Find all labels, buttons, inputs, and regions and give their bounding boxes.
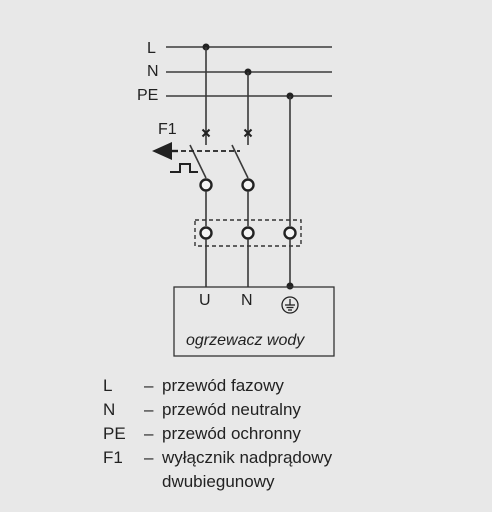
water-heater-box xyxy=(173,286,335,357)
legend-key xyxy=(103,470,144,494)
legend-key: F1 xyxy=(103,448,123,467)
legend-key: L xyxy=(103,376,113,395)
legend-text: wyłącznik nadprądowy xyxy=(162,448,333,467)
legend-text: przewód ochronny xyxy=(162,424,301,443)
water-heater-label: ogrzewacz wody xyxy=(186,332,305,349)
breaker-contact-mark-n xyxy=(243,128,253,138)
legend-row-pe: PE – przewód ochronny xyxy=(103,422,332,446)
legend-row-f1-continued: dwubiegunowy xyxy=(103,470,332,494)
terminal-block-l xyxy=(199,226,213,240)
terminal-label-n: N xyxy=(241,292,253,309)
terminal-block-n xyxy=(241,226,255,240)
overcurrent-release-icon xyxy=(170,163,198,173)
legend-text: przewód neutralny xyxy=(162,400,301,419)
legend-key: N xyxy=(103,400,116,419)
legend-row-l: L – przewód fazowy xyxy=(103,374,332,398)
line-label-pe: PE xyxy=(137,87,158,104)
legend-dash: – xyxy=(144,376,154,395)
legend-dash: – xyxy=(144,424,154,443)
breaker-contact-mark-l xyxy=(201,128,211,138)
legend-dash: – xyxy=(144,448,154,467)
breaker-label: F1 xyxy=(158,121,177,138)
trip-arrow-icon xyxy=(152,142,178,160)
legend-row-n: N – przewód neutralny xyxy=(103,398,332,422)
terminal-label-u: U xyxy=(199,292,211,309)
legend-text: przewód fazowy xyxy=(162,376,284,395)
switch-blade-n xyxy=(231,144,249,179)
legend-row-f1: F1 – wyłącznik nadprądowy xyxy=(103,446,332,470)
legend: L – przewód fazowy N – przewód neutralny… xyxy=(103,374,332,494)
breaker-terminal-n xyxy=(241,178,255,192)
legend-text: dwubiegunowy xyxy=(162,472,275,491)
breaker-terminal-l xyxy=(199,178,213,192)
line-label-n: N xyxy=(147,63,159,80)
legend-dash: – xyxy=(144,400,154,419)
legend-key: PE xyxy=(103,424,126,443)
switch-blade-l xyxy=(189,144,207,179)
line-label-l: L xyxy=(147,40,156,57)
junction-pe-load xyxy=(286,282,294,290)
legend-dash xyxy=(144,470,162,494)
wiring-diagram: L N PE F1 xyxy=(137,40,335,357)
terminal-block-pe xyxy=(283,226,297,240)
protective-earth-icon xyxy=(281,296,299,314)
